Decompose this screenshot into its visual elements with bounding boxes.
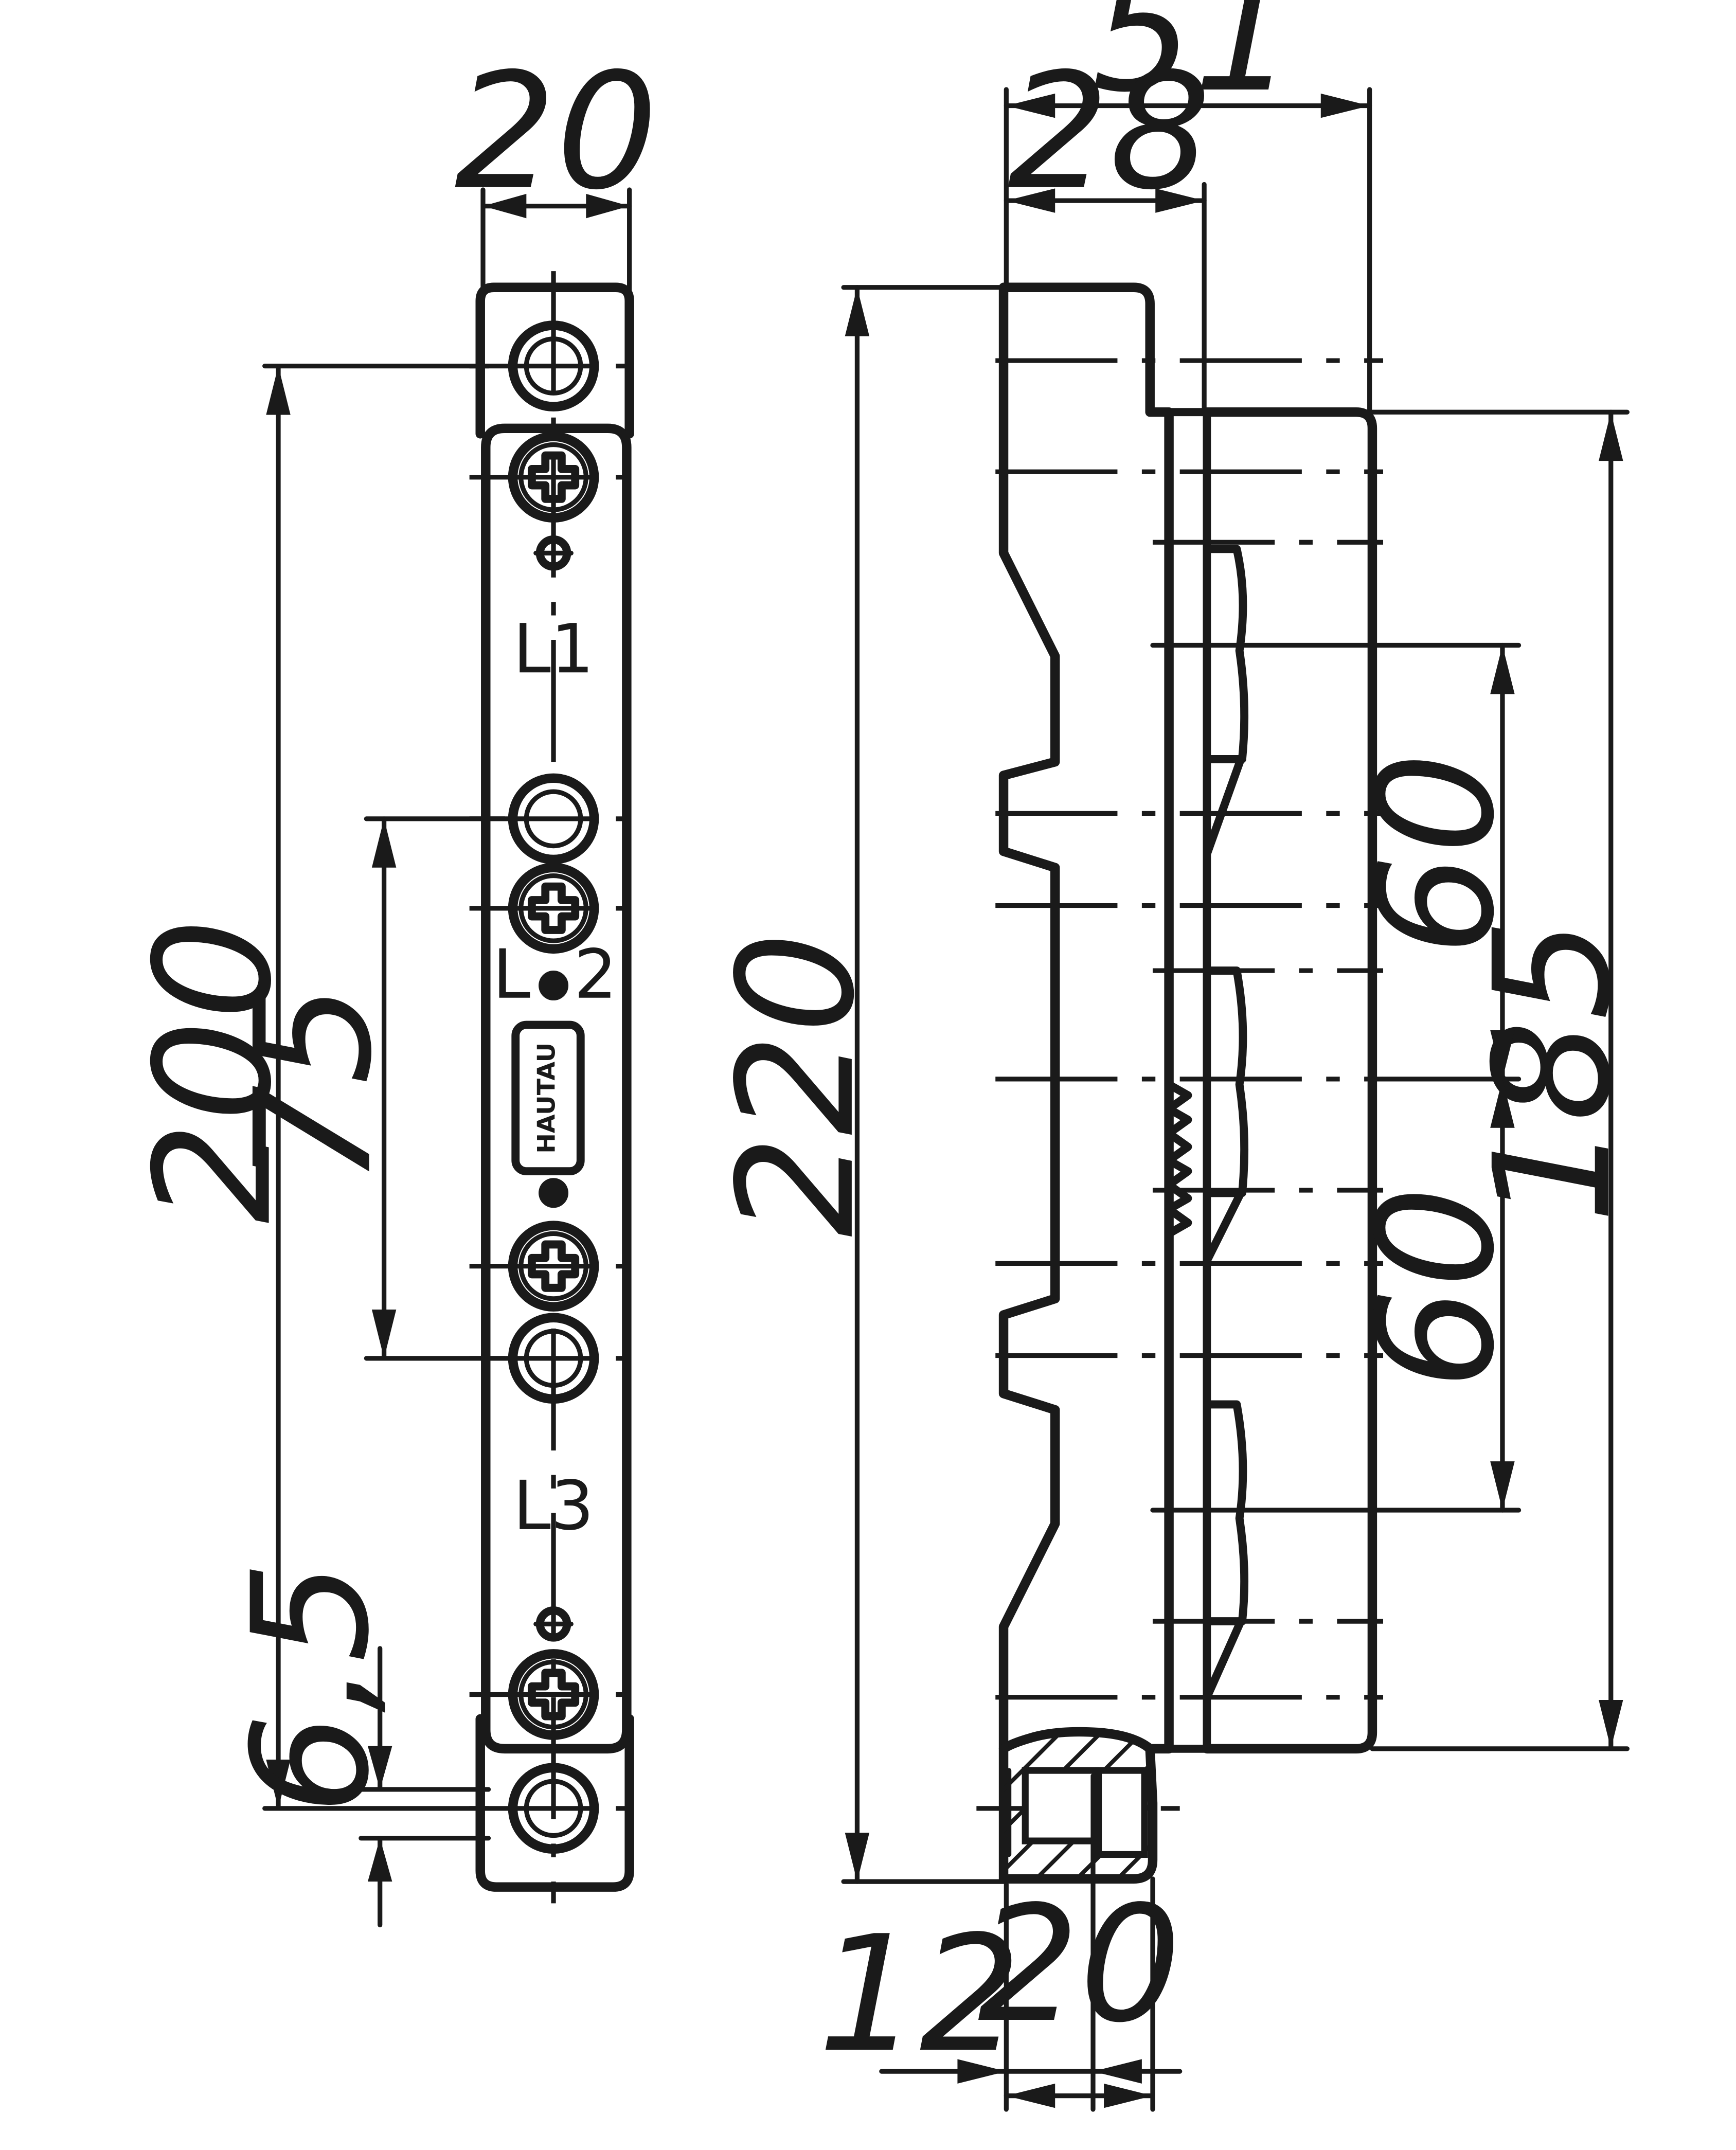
- pin-icon: [536, 1610, 571, 1638]
- label-l2-right: 2: [574, 936, 617, 1014]
- label-l2-left: L: [493, 936, 530, 1014]
- pin-l2: [539, 971, 569, 1001]
- dim-upper-pitch: 60: [1150, 642, 1530, 1082]
- dim-front-width-label: 20: [454, 39, 658, 225]
- side-centerlines: [976, 358, 1384, 1811]
- pin-lower-middle: [539, 1178, 569, 1208]
- dim-total-depth-label: 51: [1091, 0, 1295, 128]
- dim-end-offset: 6,5: [218, 1561, 491, 1928]
- side-notches: [1165, 545, 1249, 1701]
- dim-upper-pitch-label: 60: [1344, 752, 1530, 956]
- dim-inner-spacing: 75: [221, 816, 507, 1361]
- label-l3: L3: [513, 1467, 594, 1546]
- dim-foot-width: 20: [978, 1872, 1182, 2112]
- dim-hole-spacing-label: 200: [121, 918, 307, 1224]
- dim-total-depth: 51: [1004, 0, 1372, 415]
- dim-total-height: 220: [704, 285, 1009, 1884]
- dim-base-depth-label: 28: [1008, 39, 1211, 225]
- dim-rail-length: 185: [1370, 409, 1646, 1751]
- dim-inner-spacing-label: 75: [221, 983, 407, 1187]
- side-view: 51 28 220 185: [704, 0, 1646, 2112]
- foot-section: [1004, 1732, 1150, 1879]
- dim-foot-offset: 12: [818, 1773, 1183, 2112]
- brand-logo-text: HAUTAU: [533, 1043, 561, 1154]
- dim-foot-width-label: 20: [978, 1872, 1182, 2058]
- label-l1: L1: [513, 610, 594, 689]
- dim-hole-spacing: 200: [121, 363, 491, 1811]
- side-bottom-foot: [998, 1744, 1158, 1884]
- dim-end-offset-label: 6,5: [218, 1561, 404, 1815]
- dim-lower-pitch-label: 60: [1344, 1186, 1530, 1390]
- dim-front-width: 20: [454, 39, 658, 298]
- dim-lower-pitch: 60: [1150, 1077, 1530, 1513]
- dim-base-depth: 28: [1004, 39, 1211, 415]
- front-view: L1 L 2 L3 HAUTAU 20 200: [121, 39, 658, 1928]
- dim-total-height-label: 220: [704, 932, 890, 1238]
- front-plate: [481, 423, 632, 1754]
- side-body-outline: [998, 282, 1174, 1754]
- dim-foot-offset-label: 12: [818, 1902, 1022, 2088]
- dim-rail-length-label: 185: [1460, 918, 1646, 1224]
- brand-plate: [511, 1020, 585, 1176]
